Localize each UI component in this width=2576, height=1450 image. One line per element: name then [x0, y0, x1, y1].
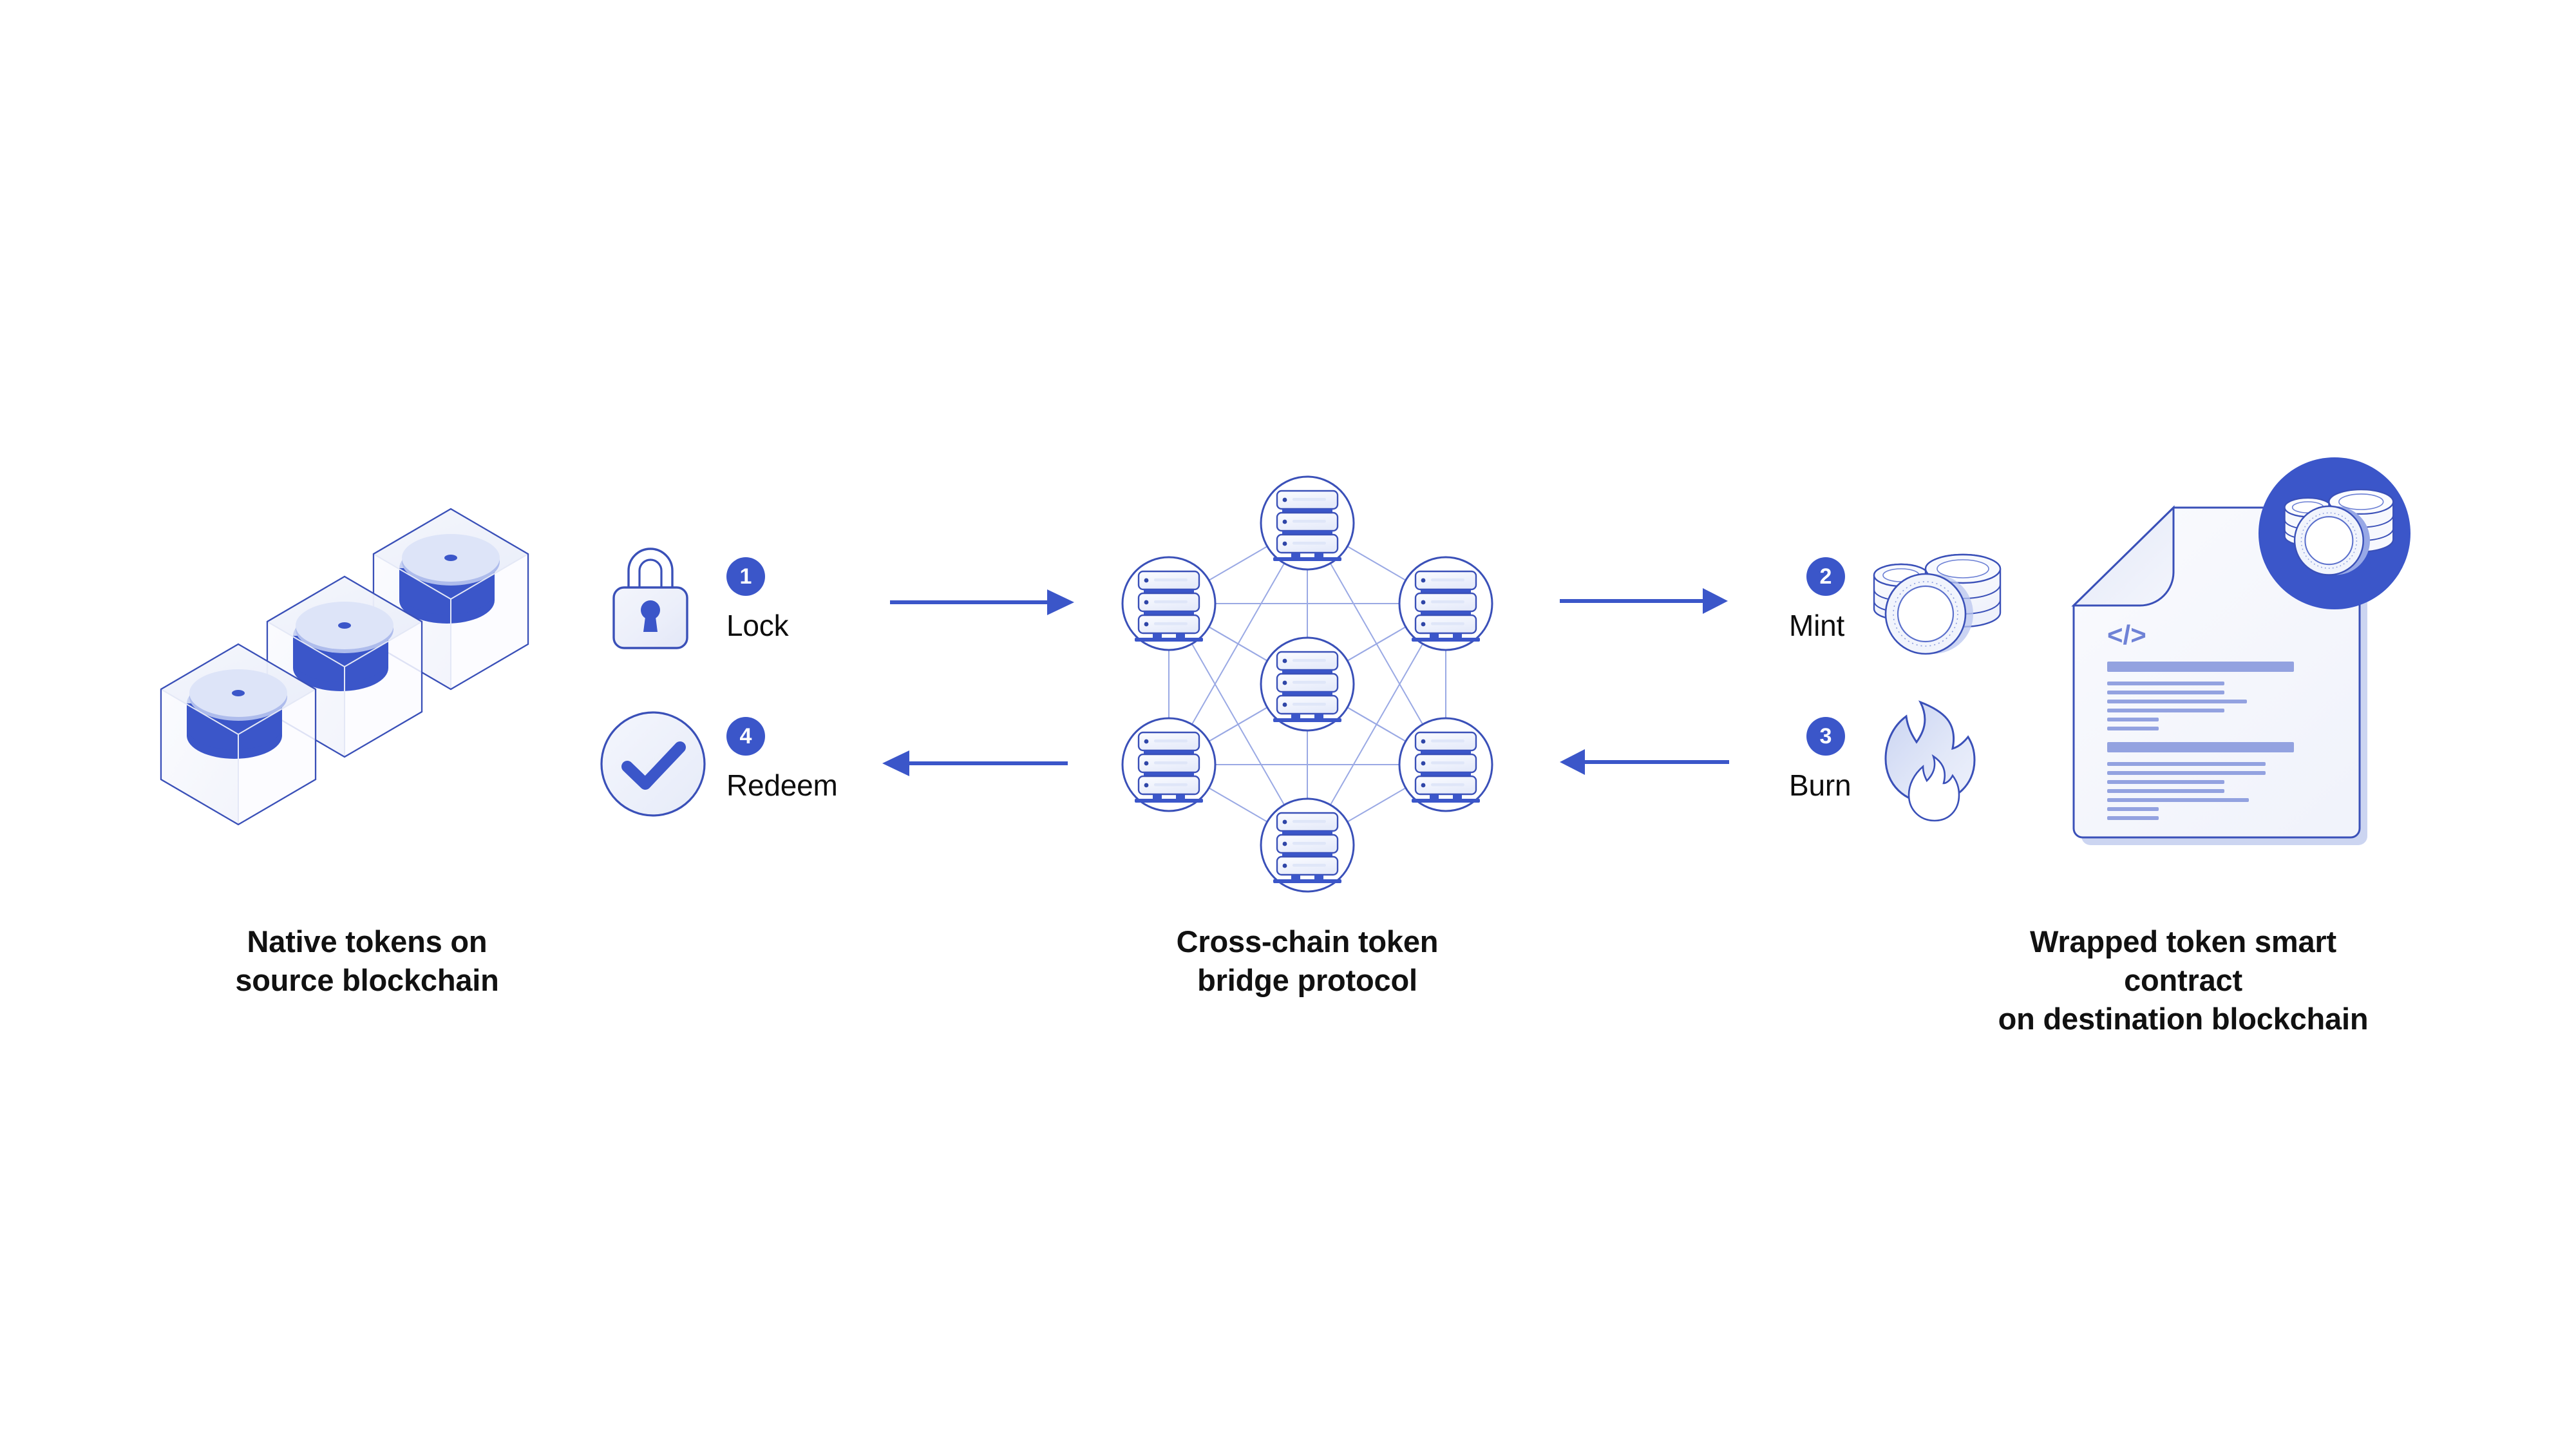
- arrow-burn-to-bridge: [1558, 743, 1729, 781]
- check-icon-wrap: [599, 710, 707, 818]
- source-caption: Native tokens on source blockchain: [235, 924, 499, 998]
- smart-contract-illustration: </>: [2048, 451, 2447, 863]
- smart-contract-document-icon: </>: [2071, 457, 2410, 845]
- padlock-icon: [612, 548, 688, 649]
- lock-icon-wrap: [602, 540, 699, 656]
- coin-front-face: [1884, 573, 1967, 655]
- step-4-badge: 4: [726, 717, 765, 756]
- node-bottom-right: [1398, 717, 1493, 812]
- arrow-bridge-to-redeem: [881, 744, 1068, 783]
- node-top-right: [1398, 556, 1493, 651]
- step-3-label: Burn: [1789, 768, 1852, 802]
- node-top-left: [1121, 556, 1217, 651]
- step-1-badge: 1: [726, 557, 765, 596]
- node-bottom-left: [1121, 717, 1217, 812]
- burn-flame-wrap: [1861, 694, 1984, 830]
- bridge-network-illustration: [1108, 475, 1507, 893]
- node-center: [1260, 636, 1355, 732]
- token-cube-1: [160, 643, 317, 826]
- code-block-2: [2107, 742, 2294, 820]
- destination-caption: Wrapped token smart contract on destinat…: [1998, 924, 2369, 1036]
- step-3-badge: 3: [1806, 717, 1845, 756]
- arrow-lock-to-bridge: [889, 583, 1075, 622]
- node-bottom: [1260, 797, 1355, 893]
- isometric-token-cubes-icon: [160, 508, 529, 826]
- native-tokens-illustration: [160, 502, 560, 850]
- code-glyph: </>: [2107, 620, 2146, 650]
- token-cube-3: [372, 508, 529, 691]
- coin-stack-icon: [1873, 553, 2002, 655]
- check-circle-icon: [600, 711, 706, 817]
- step-2-label: Mint: [1789, 609, 1845, 642]
- step-4-label: Redeem: [726, 768, 838, 802]
- server-node-network-icon: [1121, 475, 1493, 893]
- mint-coins-wrap: [1855, 544, 2009, 667]
- bridge-caption: Cross-chain token bridge protocol: [1176, 924, 1439, 998]
- step-2-badge: 2: [1806, 557, 1845, 596]
- arrow-bridge-to-mint: [1558, 582, 1729, 620]
- code-block-1: [2107, 662, 2294, 730]
- step-1-label: Lock: [726, 609, 789, 642]
- flame-icon: [1884, 700, 1976, 822]
- node-top: [1260, 475, 1355, 571]
- wrapped-token-badge: [2259, 457, 2410, 609]
